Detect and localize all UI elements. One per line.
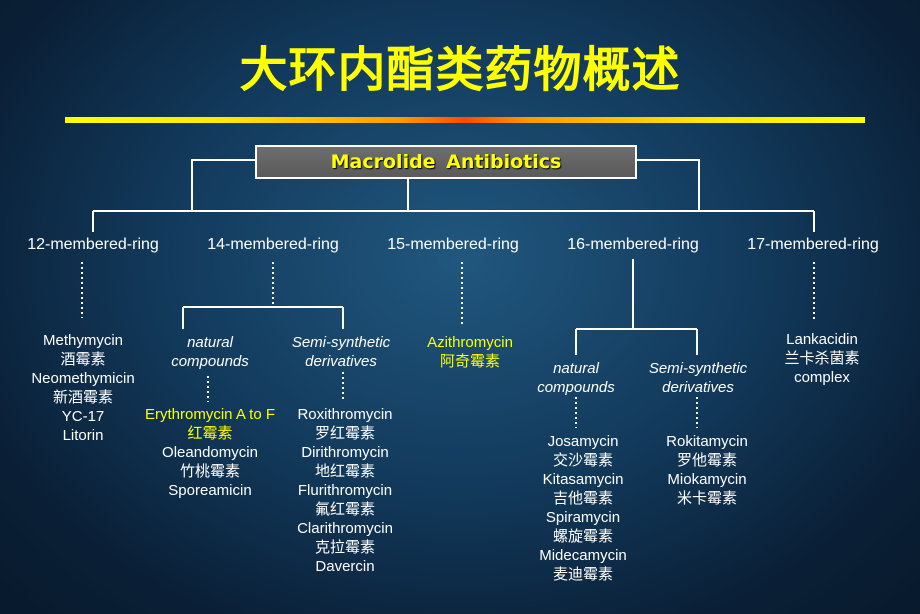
list-item-highlight: 阿奇霉素 [439, 353, 501, 370]
list-item: Roxithromycin [297, 406, 393, 423]
list-item: complex [794, 369, 850, 386]
root-bracket-left [191, 159, 255, 211]
ring-label-16: 16-membered-ring [567, 236, 699, 253]
ring-label-15: 15-membered-ring [387, 236, 519, 253]
list-item: 吉他霉素 [552, 490, 613, 507]
list-item: Dirithromycin [301, 444, 389, 461]
list-item: Rokitamycin [666, 433, 748, 450]
list-item: Clarithromycin [297, 520, 393, 537]
ring-label-12: 12-membered-ring [27, 236, 159, 253]
list-item-highlight: 红霉素 [187, 425, 233, 442]
list-item: 螺旋霉素 [552, 528, 613, 545]
ring15-list: Azithromycin 阿奇霉素 [427, 333, 513, 371]
list-item: Lankacidin [786, 331, 858, 348]
ring14-natural-list: Erythromycin A to F 红霉素 Oleandomycin 竹桃霉… [145, 405, 275, 500]
list-item: 兰卡杀菌素 [784, 350, 860, 367]
list-item: 地红霉素 [314, 463, 376, 480]
list-item: 罗他霉素 [676, 452, 737, 469]
list-item: 克拉霉素 [314, 539, 376, 556]
list-item: 罗红霉素 [314, 425, 376, 442]
list-item: 米卡霉素 [676, 490, 737, 507]
title-underline [65, 117, 865, 123]
list-item: Josamycin [547, 433, 619, 450]
list-item: 麦迪霉素 [552, 566, 613, 583]
list-item: 交沙霉素 [552, 452, 613, 469]
ring16-semi-list: Rokitamycin 罗他霉素 Miokamycin 米卡霉素 [666, 432, 748, 508]
list-item-highlight: Azithromycin [427, 334, 513, 351]
list-item: Flurithromycin [297, 482, 393, 499]
page-title: 大环内酯类药物概述 [239, 42, 681, 98]
ring16-natural-label: natural compounds [537, 360, 615, 396]
list-item: Litorin [62, 427, 104, 444]
ring-label-14: 14-membered-ring [207, 236, 339, 253]
list-item: 竹桃霉素 [179, 463, 241, 480]
ring17-list: Lankacidin 兰卡杀菌素 complex [784, 330, 859, 387]
list-item: Neomethymicin [31, 370, 135, 387]
list-item: Miokamycin [667, 471, 747, 488]
list-item-highlight: Erythromycin A to F [144, 406, 276, 423]
list-item: Methymycin [42, 332, 124, 349]
list-item: 新酒霉素 [52, 389, 113, 406]
root-node: Macrolide Antibiotics [255, 145, 637, 179]
list-item: 氟红霉素 [314, 501, 376, 518]
ring-label-17: 17-membered-ring [747, 236, 879, 253]
list-item: Spiramycin [545, 509, 621, 526]
list-item: YC-17 [61, 408, 105, 425]
ring16-semi-label: Semi-synthetic derivatives [648, 360, 748, 396]
ring16-natural-list: Josamycin 交沙霉素 Kitasamycin 吉他霉素 Spiramyc… [539, 432, 627, 584]
list-item: Davercin [315, 558, 375, 575]
list-item: Midecamycin [539, 547, 627, 564]
list-item: Sporeamicin [168, 482, 252, 499]
ring12-list: Methymycin 酒霉素 Neomethymicin 新酒霉素 YC-17 … [31, 331, 134, 445]
ring14-natural-label: natural compounds [171, 334, 249, 370]
ring14-semi-label: Semi-synthetic derivatives [291, 334, 391, 370]
list-item: Kitasamycin [542, 471, 624, 488]
ring14-semi-list: Roxithromycin 罗红霉素 Dirithromycin 地红霉素 Fl… [297, 405, 393, 576]
list-item: 酒霉素 [60, 351, 106, 368]
list-item: Oleandomycin [162, 444, 258, 461]
root-bracket-right [637, 159, 700, 211]
